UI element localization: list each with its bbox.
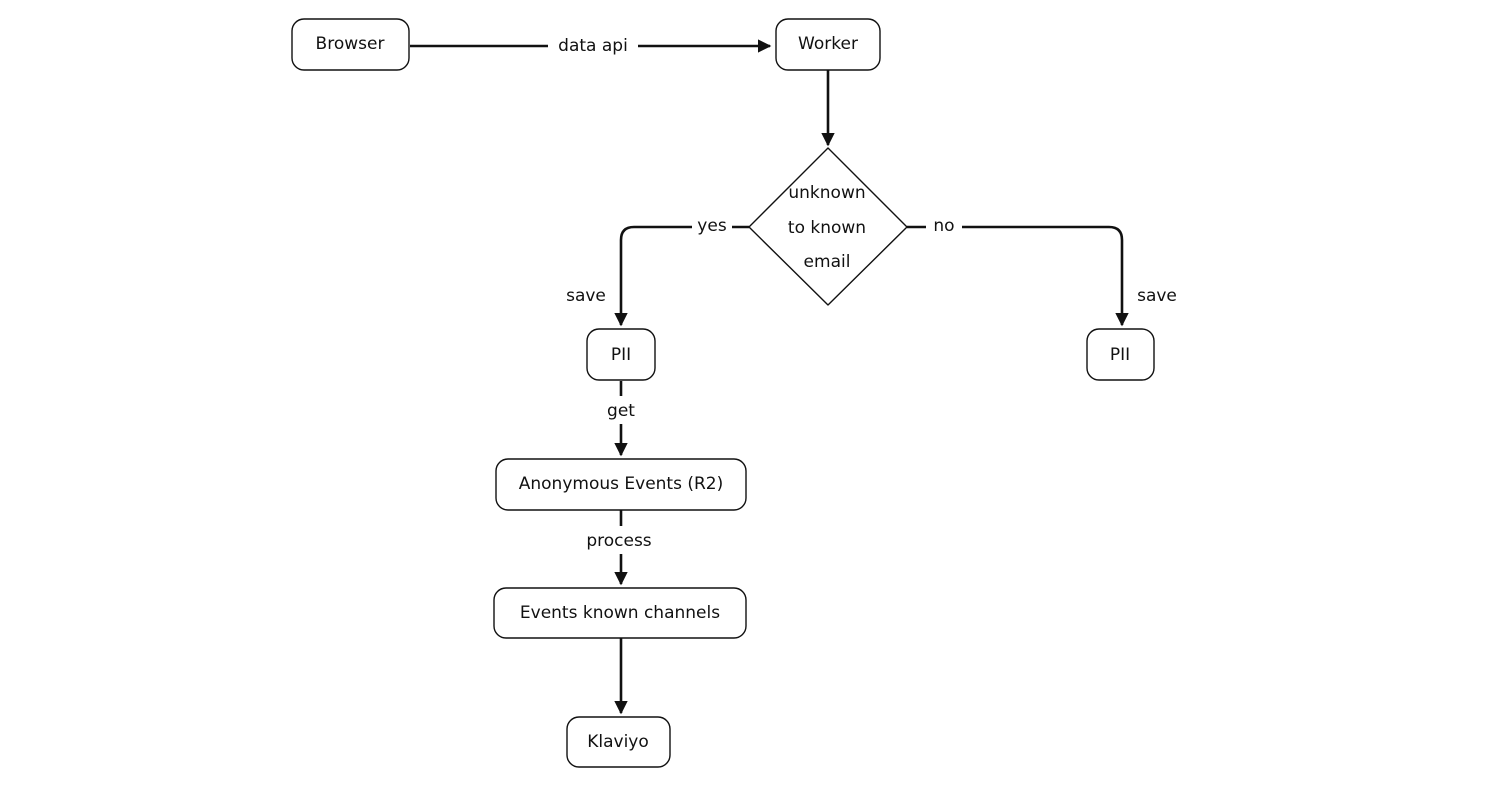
node-worker-label: Worker [798, 34, 858, 54]
node-klaviyo-label: Klaviyo [587, 732, 649, 752]
edge-pii-to-anonymous-events: get [599, 381, 643, 457]
node-browser-label: Browser [316, 34, 385, 54]
node-pii-right-label: PII [1110, 345, 1130, 365]
edge-decision-yes-to-pii: yes save [566, 212, 749, 327]
decision-label-line-1: unknown [788, 183, 865, 203]
node-browser[interactable]: Browser [291, 18, 410, 71]
edge-label-process: process [586, 531, 651, 551]
edge-anonymous-to-events-known: process [578, 510, 664, 586]
node-anonymous-events-label: Anonymous Events (R2) [519, 474, 724, 494]
decision-label-line-3: email [804, 252, 851, 272]
node-pii-left[interactable]: PII [586, 328, 656, 381]
edge-label-get: get [607, 401, 635, 421]
edge-label-no: no [933, 216, 954, 236]
node-anonymous-events[interactable]: Anonymous Events (R2) [495, 458, 747, 511]
node-pii-right[interactable]: PII [1086, 328, 1155, 381]
node-decision-unknown-to-known-email[interactable]: unknown to known email [748, 147, 908, 306]
edge-label-save-right: save [1137, 286, 1177, 306]
node-klaviyo[interactable]: Klaviyo [566, 716, 671, 768]
node-pii-left-label: PII [611, 345, 631, 365]
node-events-known-channels-label: Events known channels [520, 603, 720, 623]
edge-browser-to-worker: data api [410, 32, 772, 60]
decision-label-line-2: to known [788, 218, 866, 238]
edge-label-save-left: save [566, 286, 606, 306]
node-events-known-channels[interactable]: Events known channels [493, 587, 747, 639]
edge-label-yes: yes [697, 216, 727, 236]
edge-decision-no-to-pii: no save [907, 212, 1177, 327]
node-worker[interactable]: Worker [775, 18, 881, 71]
edge-label-data-api: data api [558, 36, 628, 56]
